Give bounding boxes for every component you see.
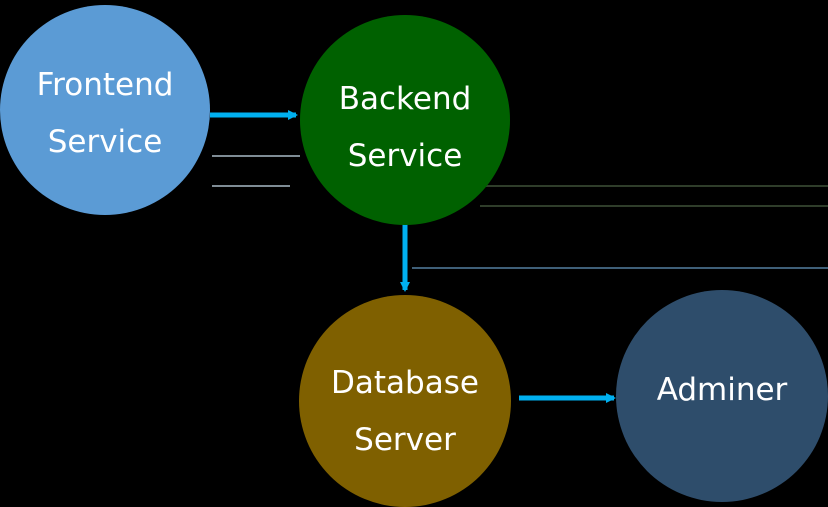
node-frontend-label-line1: Frontend	[37, 67, 174, 103]
node-frontend-service: Frontend Service	[0, 5, 210, 215]
node-database-label-line2: Server	[354, 422, 456, 458]
node-adminer: Adminer	[616, 290, 828, 502]
node-adminer-label: Adminer	[657, 372, 788, 408]
background-lines	[212, 155, 828, 269]
node-frontend-label-line2: Service	[48, 124, 163, 160]
node-database-label-line1: Database	[331, 365, 479, 401]
node-backend-circle	[300, 15, 510, 225]
node-backend-service: Backend Service	[300, 15, 510, 225]
node-backend-label-line2: Service	[348, 138, 463, 174]
node-backend-label-line1: Backend	[339, 81, 472, 117]
node-adminer-circle	[616, 290, 828, 502]
node-database-circle	[299, 295, 511, 507]
node-database-server: Database Server	[299, 295, 511, 507]
node-frontend-circle	[0, 5, 210, 215]
edges	[210, 110, 616, 403]
